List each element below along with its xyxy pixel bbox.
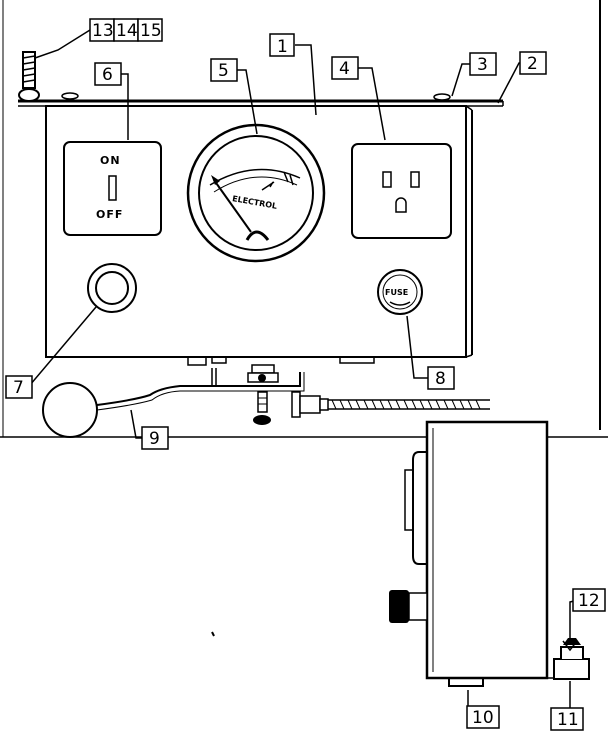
on-off-switch: ON OFF	[63, 141, 162, 236]
callout-7: 7	[5, 375, 33, 399]
callout-6: 6	[94, 62, 122, 86]
electrol-meter: ELECTROL	[186, 123, 326, 263]
side-view-box	[211, 420, 590, 687]
callout-5: 5	[210, 58, 238, 82]
callout-10-number: 10	[472, 708, 494, 728]
switch-off-label: OFF	[96, 208, 123, 221]
callout-12-number: 12	[578, 591, 600, 611]
callout-1: 1	[269, 33, 295, 57]
power-cord	[291, 391, 490, 418]
temperature-probe	[42, 368, 305, 438]
callout-9-number: 9	[149, 429, 160, 449]
callout-14-number: 14	[116, 21, 138, 41]
callout-9: 9	[141, 426, 169, 450]
side-knob	[389, 590, 409, 623]
callout-15-number: 15	[140, 21, 162, 41]
callout-4: 4	[331, 56, 359, 80]
callout-12: 12	[572, 588, 606, 612]
outlet-ground-hole	[395, 197, 407, 213]
callout-8: 8	[427, 366, 455, 390]
pilot-light	[87, 263, 137, 313]
mounting-screw	[18, 51, 40, 102]
switch-on-label: ON	[100, 154, 121, 167]
callout-2-number: 2	[527, 54, 538, 74]
outlet-slot-right	[410, 171, 420, 188]
electrical-outlet	[351, 143, 452, 239]
callout-5-number: 5	[218, 61, 229, 81]
outlet-slot-left	[382, 171, 392, 188]
callout-1-number: 1	[277, 37, 288, 57]
callout-6-number: 6	[102, 65, 113, 85]
callout-11-number: 11	[557, 710, 579, 730]
callout-2: 2	[519, 51, 547, 75]
terminal-bolt	[247, 364, 279, 425]
callout-7-number: 7	[13, 378, 24, 398]
callout-10: 10	[466, 705, 500, 729]
switch-toggle	[108, 175, 117, 201]
thumb-nut	[553, 638, 590, 680]
meter-needle	[213, 179, 252, 233]
fuse-label: FUSE	[385, 288, 408, 297]
callout-3-number: 3	[477, 55, 488, 75]
fuse-holder: FUSE	[377, 269, 423, 315]
callout-3: 3	[469, 52, 497, 76]
callout-8-number: 8	[435, 369, 446, 389]
callout-13-number: 13	[92, 21, 114, 41]
callout-13-14-15: 13 14 15	[89, 18, 163, 42]
control-box: ON OFF ELECTROL	[18, 51, 504, 438]
callout-4-number: 4	[339, 59, 350, 79]
callout-11: 11	[550, 707, 584, 731]
side-box-body	[425, 420, 549, 680]
